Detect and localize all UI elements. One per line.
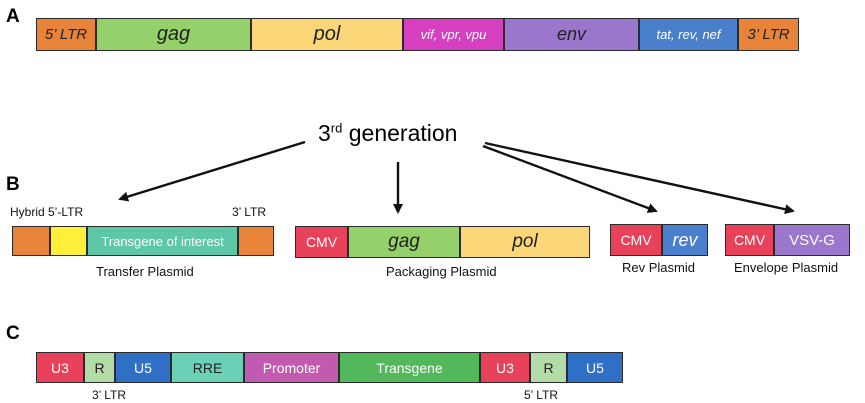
provirus-u5-left: U5 xyxy=(115,352,171,383)
transfer-3ltr-label: 3’ LTR xyxy=(232,205,267,219)
transfer-transgene: Transgene of interest xyxy=(87,226,238,256)
arrow-to-rev xyxy=(482,144,658,213)
hybrid-ltr-label: Hybrid 5’-LTR xyxy=(10,205,84,219)
envelope-plasmid-caption: Envelope Plasmid xyxy=(734,260,839,275)
panel-label-a: A xyxy=(6,6,20,27)
genome-segment-tat-rev-nef: tat, rev, nef xyxy=(639,18,738,51)
genome-segment-env: env xyxy=(504,18,639,51)
arrow-to-envelope xyxy=(484,141,795,215)
envelope-cmv: CMV xyxy=(725,224,774,256)
provirus-5ltr-caption: 5’ LTR xyxy=(524,388,559,402)
envelope-vsvg: VSV-G xyxy=(774,224,850,256)
panel-label-c: C xyxy=(6,323,20,344)
provirus-u5-right: U5 xyxy=(567,352,623,383)
generation-number: 3 xyxy=(318,120,331,146)
provirus-u3-right: U3 xyxy=(480,352,530,383)
packaging-gag: gag xyxy=(348,226,460,258)
transfer-plasmid-caption: Transfer Plasmid xyxy=(96,264,194,279)
rev-gene: rev xyxy=(662,224,708,256)
generation-word: generation xyxy=(342,120,458,146)
genome-segment-3ltr: 3’ LTR xyxy=(738,18,799,51)
generation-title: 3rd generation xyxy=(318,120,457,147)
genome-segment-vif-vpr-vpu: vif, vpr, vpu xyxy=(403,18,504,51)
genome-segment-5ltr: 5’ LTR xyxy=(36,18,96,51)
provirus-rre: RRE xyxy=(171,352,244,383)
generation-superscript: rd xyxy=(330,120,343,136)
rev-cmv: CMV xyxy=(610,224,662,256)
packaging-cmv: CMV xyxy=(295,226,348,258)
packaging-plasmid-caption: Packaging Plasmid xyxy=(386,264,497,279)
provirus-r-left: R xyxy=(84,352,115,383)
provirus-u3-left: U3 xyxy=(36,352,84,383)
transfer-hybrid-ltr-orange xyxy=(12,226,50,256)
provirus-promoter: Promoter xyxy=(244,352,339,383)
genome-segment-gag: gag xyxy=(96,18,251,51)
provirus-transgene: Transgene xyxy=(339,352,480,383)
provirus-r-right: R xyxy=(530,352,567,383)
genome-segment-pol: pol xyxy=(251,18,403,51)
transfer-3ltr xyxy=(238,226,274,256)
panel-label-b: B xyxy=(6,174,20,195)
transfer-hybrid-ltr-yellow xyxy=(50,226,87,256)
packaging-pol: pol xyxy=(460,226,590,258)
rev-plasmid-caption: Rev Plasmid xyxy=(622,260,695,275)
provirus-3ltr-caption: 3’ LTR xyxy=(92,388,127,402)
arrow-to-transfer xyxy=(118,140,306,202)
